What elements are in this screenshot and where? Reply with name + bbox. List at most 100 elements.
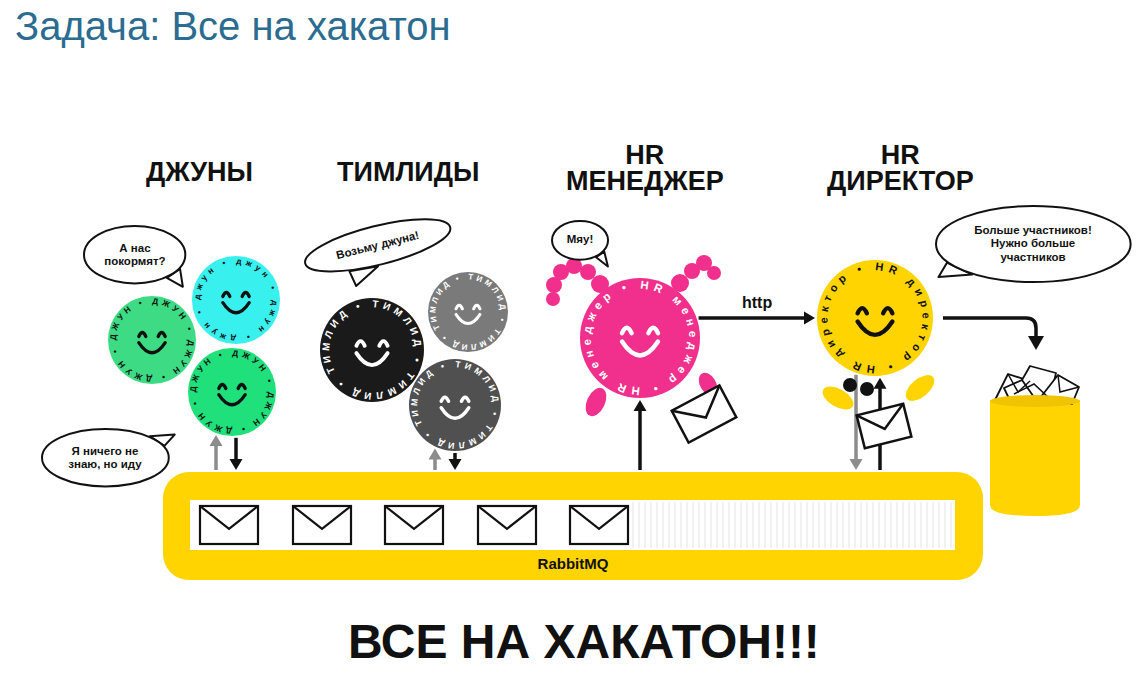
connector-line: [214, 445, 218, 470]
face-eye: [356, 341, 364, 346]
circle-shape: HR менеджер • HR менеджер •: [580, 278, 700, 398]
queue-slot: [765, 502, 766, 548]
envelope-body: [570, 506, 628, 544]
connector-line: [433, 458, 437, 470]
speech-bubble: Мяу!: [551, 220, 609, 261]
circle-shape: ДЖУН • ДЖУН • ДЖУН • ДЖУН •: [188, 348, 276, 436]
queue-slot: [951, 502, 952, 548]
arrow-head: [210, 435, 223, 446]
queue-slot: [651, 502, 652, 548]
queue-slot: [861, 502, 862, 548]
ring-text: ТИМЛИД • ТИМЛИД • ТИМЛИД •: [428, 272, 507, 351]
arrow-head: [874, 378, 887, 389]
queue-slot: [711, 502, 712, 548]
circle-fill: [108, 296, 196, 384]
queue-slot: [945, 502, 946, 548]
queue-slot: [693, 502, 694, 548]
face-eye: [441, 397, 448, 401]
queue-slot: [639, 502, 640, 548]
bubble-text: А нас покормят?: [102, 242, 168, 268]
queue-slot: [735, 502, 736, 548]
circle-fill: [409, 359, 501, 451]
envelope-flap: [200, 506, 258, 529]
eye-dot: [860, 382, 874, 396]
bubble-outline: [42, 429, 169, 486]
queue-slot: [879, 502, 880, 548]
envelope-flap: [478, 506, 536, 529]
persona-circle: ТИМЛИД • ТИМЛИД • ТИМЛИД •: [428, 272, 508, 352]
bubble-outline: [84, 226, 185, 283]
queue-slot: [849, 502, 850, 548]
queue-slot: [681, 502, 682, 548]
queue-slot: [813, 502, 814, 548]
circle-fill: [188, 348, 276, 436]
queue-slot: [795, 502, 796, 548]
persona-circle: джун • джун • джун • джун •: [192, 256, 280, 344]
queue-slot: [807, 502, 808, 548]
circle-fill: [192, 256, 280, 344]
queue-slot: [855, 502, 856, 548]
persona-circle: HR менеджер • HR менеджер •: [580, 278, 700, 398]
persona-circle: HR директор • HR директор •: [817, 260, 933, 376]
envelope-body: [385, 506, 443, 544]
speech-bubble: Возьму джуна!: [300, 207, 457, 283]
ring-text: джун • джун • джун • джун •: [192, 256, 281, 345]
title-box: Задача: Все на хакатон: [15, 3, 451, 49]
arrow-head: [804, 312, 815, 325]
queue-slot: [885, 502, 886, 548]
queue-band: RabbitMQ: [163, 472, 983, 580]
bubble-text: Мяу!: [563, 233, 597, 246]
envelope-flap: [857, 404, 908, 435]
edge-label-box: http: [742, 294, 772, 312]
circle-shape: джун • джун • джун • джун •: [192, 256, 280, 344]
face-eye: [219, 385, 226, 389]
pink-foot: [582, 385, 611, 420]
envelope-flap: [570, 506, 628, 529]
queue-slot: [657, 502, 658, 548]
queue-slot: [789, 502, 790, 548]
queue-slot: [939, 502, 940, 548]
queue-slot: [801, 502, 802, 548]
envelope-body: [200, 506, 258, 544]
arrow-head: [850, 459, 863, 470]
circle-shape: ТИМЛИД • ТИМЛИД • ТИМЛИД •: [320, 298, 424, 402]
bubble-outline: [552, 221, 608, 260]
envelope-body: [293, 506, 351, 544]
circle-fill: [320, 298, 424, 402]
ring-text: HR директор • HR директор •: [817, 260, 932, 376]
circle-shape: ТИМЛИД • ТИМЛИД • ТИМЛИД •: [428, 272, 508, 352]
face-eye: [883, 308, 892, 313]
queue-slot: [843, 502, 844, 548]
caption: ВСЕ НА ХАКАТОН!!!: [348, 616, 820, 669]
face-smile: [356, 353, 387, 365]
persona-circle: ТИМЛИД • ТИМЛИД • ТИМЛИД •: [409, 359, 501, 451]
connector-line: [638, 410, 642, 470]
queue-slot: [783, 502, 784, 548]
circle-shape: ТИМЛИД • ТИМЛИД • ТИМЛИД •: [409, 359, 501, 451]
pigtails: [546, 255, 721, 419]
arrow-head: [634, 400, 647, 411]
envelope-body: [478, 506, 536, 544]
envelope-flap: [293, 506, 351, 529]
envelope-body: [672, 385, 737, 442]
speech-bubble: Я ничего не знаю, но иду: [41, 428, 170, 487]
ring-text: ДЖУН • ДЖУН • ДЖУН • ДЖУН •: [188, 348, 277, 437]
queue-slot: [873, 502, 874, 548]
queue-slot: [903, 502, 904, 548]
queue-slot: [867, 502, 868, 548]
queue-slot: [729, 502, 730, 548]
queue-slot: [723, 502, 724, 548]
face-eye: [858, 308, 867, 313]
envelope-crease: [1058, 375, 1079, 392]
persona-circle: ДЖУН • ДЖУН • ДЖУН • ДЖУН •: [108, 296, 196, 384]
director-details: [819, 370, 939, 414]
queue-slot: [831, 502, 832, 548]
arrow-head: [230, 459, 243, 470]
ring-text: ТИМЛИД • ТИМЛИД • ТИМЛИД •: [320, 298, 424, 402]
queue-strip: [190, 500, 955, 550]
envelope-body: [857, 404, 912, 449]
arrow-line: [943, 318, 1036, 338]
queue-slot: [705, 502, 706, 548]
queue-slot: [663, 502, 664, 548]
connector-arrow: [230, 438, 243, 470]
